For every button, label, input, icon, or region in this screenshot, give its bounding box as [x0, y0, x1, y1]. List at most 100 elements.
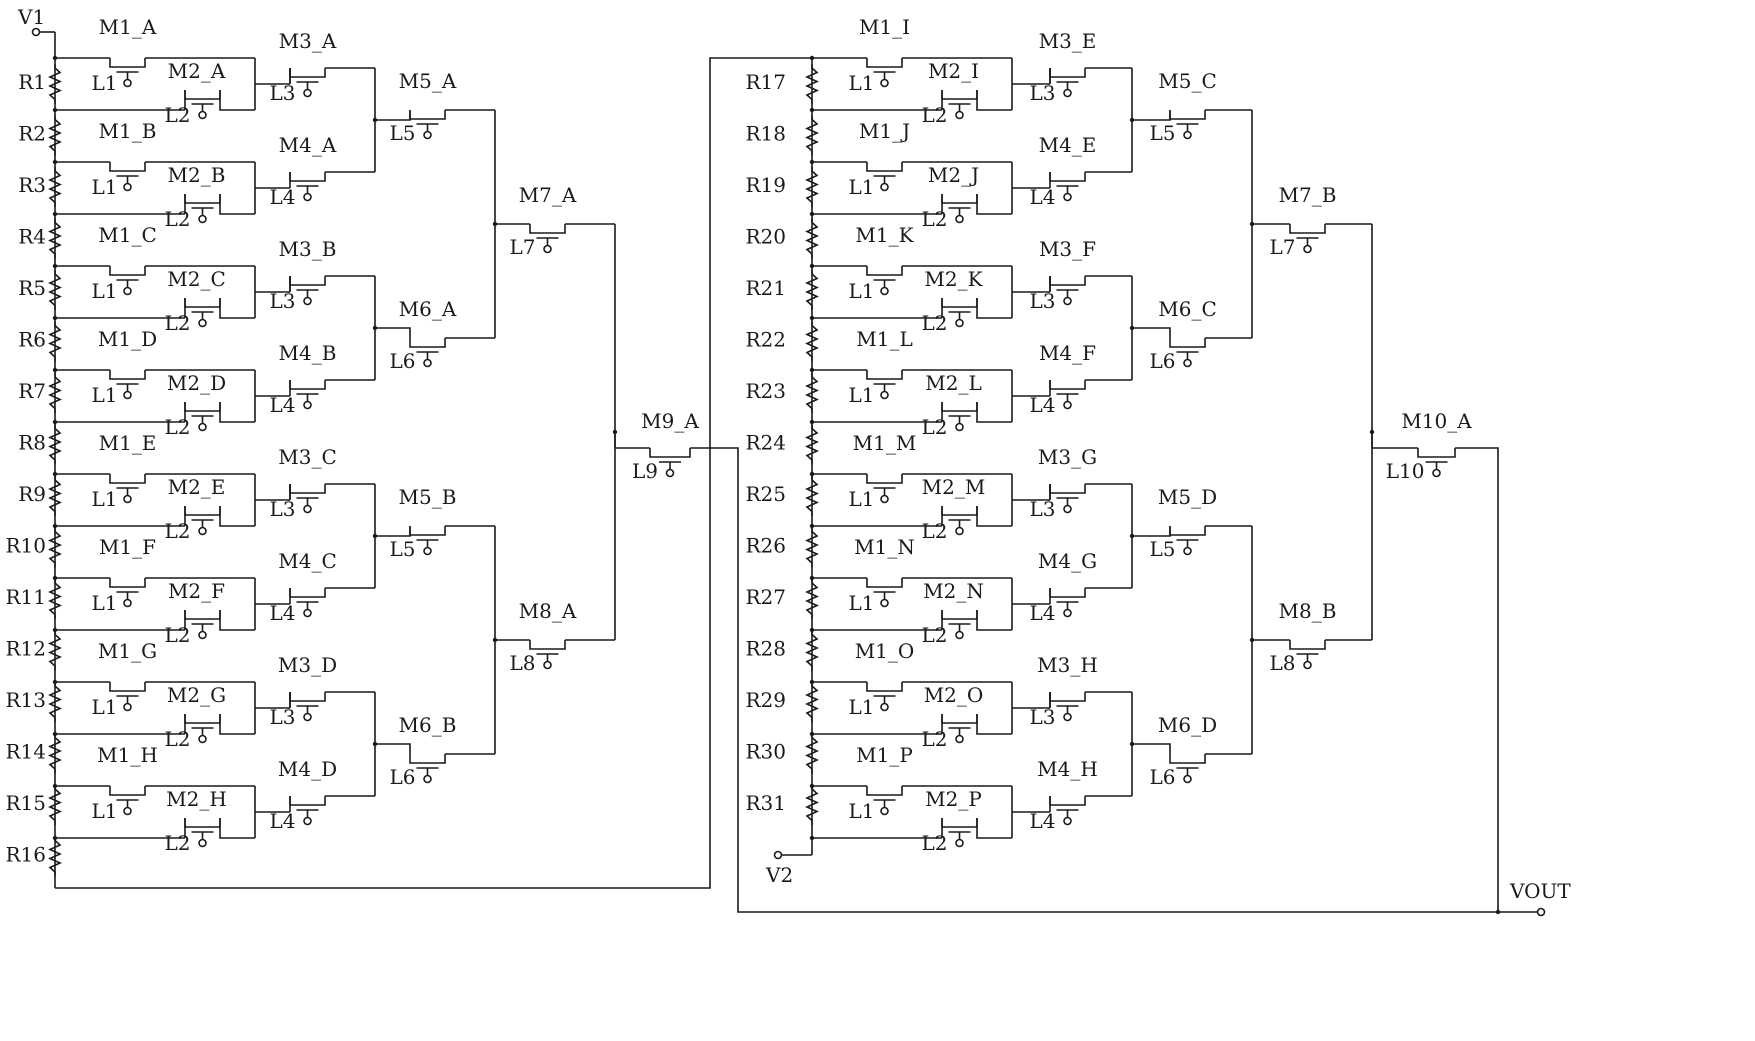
transistor-m1-d: [109, 370, 146, 400]
resistor-label-r18: R18: [745, 122, 786, 146]
transistor-m3-g: [1049, 484, 1086, 514]
gate-terminal-l3: [303, 296, 312, 306]
transistor-m1-l: [866, 370, 903, 400]
v1-label: V1: [17, 5, 45, 29]
gate-label-l2: L2: [921, 727, 947, 751]
transistor-m2-d: [184, 402, 221, 432]
transistor-m2-i: [941, 90, 978, 120]
gate-terminal-l5: [1183, 130, 1192, 140]
resistor-r31: [805, 785, 819, 825]
gate-terminal-l1: [123, 702, 132, 712]
resistor-r24: [805, 424, 819, 465]
transistor-m4-c: [289, 588, 326, 618]
transistor-m3-a: [289, 68, 326, 98]
transistor-m2-e: [184, 506, 221, 536]
gate-label-l9: L9: [632, 459, 658, 483]
transistor-label-m2-d: M2_D: [167, 371, 226, 395]
resistor-label-r2: R2: [18, 122, 46, 146]
transistor-m3-h: [1049, 692, 1086, 722]
transistor-label-m8-a: M8_A: [519, 599, 577, 623]
gate-label-l5: L5: [1149, 537, 1175, 561]
gate-label-l1: L1: [848, 279, 874, 303]
gate-label-l2: L2: [164, 623, 190, 647]
resistor-label-r10: R10: [5, 534, 46, 558]
gate-label-l2: L2: [164, 415, 190, 439]
transistor-m1-e: [109, 474, 146, 504]
gate-terminal-l8: [1303, 660, 1312, 670]
resistor-r23: [805, 373, 819, 413]
m10-output-wire: [1455, 447, 1499, 912]
gate-terminal-l2: [198, 318, 207, 328]
gate-label-l1: L1: [848, 71, 874, 95]
gate-label-l2: L2: [164, 103, 190, 127]
resistor-r21: [805, 270, 819, 310]
gate-label-l1: L1: [848, 487, 874, 511]
transistor-label-m10-a: M10_A: [1401, 409, 1472, 433]
gate-label-l2: L2: [921, 207, 947, 231]
transistor-m2-b: [184, 194, 221, 224]
gate-label-l1: L1: [848, 175, 874, 199]
transistor-m6-d: [1169, 754, 1206, 784]
resistor-label-r23: R23: [745, 379, 786, 403]
transistor-label-m3-h: M3_H: [1037, 653, 1098, 677]
transistor-label-m2-j: M2_J: [928, 163, 979, 187]
gate-label-l5: L5: [389, 537, 415, 561]
gate-terminal-l1: [123, 494, 132, 504]
transistor-label-m2-m: M2_M: [922, 475, 986, 499]
gate-terminal-l1: [880, 390, 889, 400]
transistor-m1-c: [109, 266, 146, 296]
chain-link-wire: [55, 57, 812, 889]
transistor-label-m4-e: M4_E: [1039, 133, 1097, 157]
gate-terminal-l1: [123, 598, 132, 608]
transistor-label-m4-h: M4_H: [1037, 757, 1098, 781]
gate-terminal-l3: [1063, 296, 1072, 306]
resistor-r22: [805, 321, 819, 362]
resistor-label-r27: R27: [745, 585, 786, 609]
resistor-label-r9: R9: [18, 482, 46, 506]
gate-terminal-l3: [303, 712, 312, 722]
transistor-m5-c: [1169, 110, 1206, 140]
transistor-label-m1-d: M1_D: [98, 327, 157, 351]
gate-terminal-l1: [123, 78, 132, 88]
transistor-m2-f: [184, 610, 221, 640]
transistor-label-m4-b: M4_B: [279, 341, 337, 365]
gate-terminal-l3: [1063, 712, 1072, 722]
v1-terminal: [31, 27, 41, 37]
gate-terminal-l2: [198, 110, 207, 120]
resistor-r12: [48, 630, 62, 671]
gate-terminal-l6: [1183, 358, 1192, 368]
transistor-label-m1-f: M1_F: [99, 535, 156, 559]
gate-label-l2: L2: [921, 311, 947, 335]
resistor-label-r11: R11: [5, 585, 46, 609]
transistor-m4-d: [289, 796, 326, 826]
v2-terminal: [773, 850, 783, 860]
gate-label-l4: L4: [1029, 809, 1055, 833]
gate-label-l2: L2: [164, 311, 190, 335]
transistor-label-m4-f: M4_F: [1039, 341, 1096, 365]
gate-terminal-l4: [1063, 816, 1072, 826]
resistor-label-r24: R24: [745, 431, 786, 455]
gate-label-l1: L1: [848, 383, 874, 407]
gate-terminal-l2: [198, 422, 207, 432]
transistor-label-m3-g: M3_G: [1038, 445, 1097, 469]
transistor-m2-a: [184, 90, 221, 120]
gate-terminal-l1: [880, 598, 889, 608]
transistor-m2-o: [941, 714, 978, 744]
gate-label-l2: L2: [164, 207, 190, 231]
transistor-m4-h: [1049, 796, 1086, 826]
transistor-m7-b: [1289, 224, 1326, 254]
gate-terminal-l6: [423, 358, 432, 368]
gate-terminal-l4: [1063, 192, 1072, 202]
transistor-m2-j: [941, 194, 978, 224]
transistor-m1-f: [109, 578, 146, 608]
resistor-label-r14: R14: [5, 740, 46, 764]
transistor-label-m6-d: M6_D: [1158, 713, 1217, 737]
transistor-label-m1-k: M1_K: [855, 223, 914, 247]
gate-label-l5: L5: [1149, 121, 1175, 145]
vout-label: VOUT: [1509, 879, 1571, 903]
resistor-label-r3: R3: [18, 173, 46, 197]
transistor-label-m2-i: M2_I: [928, 59, 979, 83]
transistor-m8-a: [529, 640, 566, 670]
transistor-m1-i: [866, 58, 903, 88]
